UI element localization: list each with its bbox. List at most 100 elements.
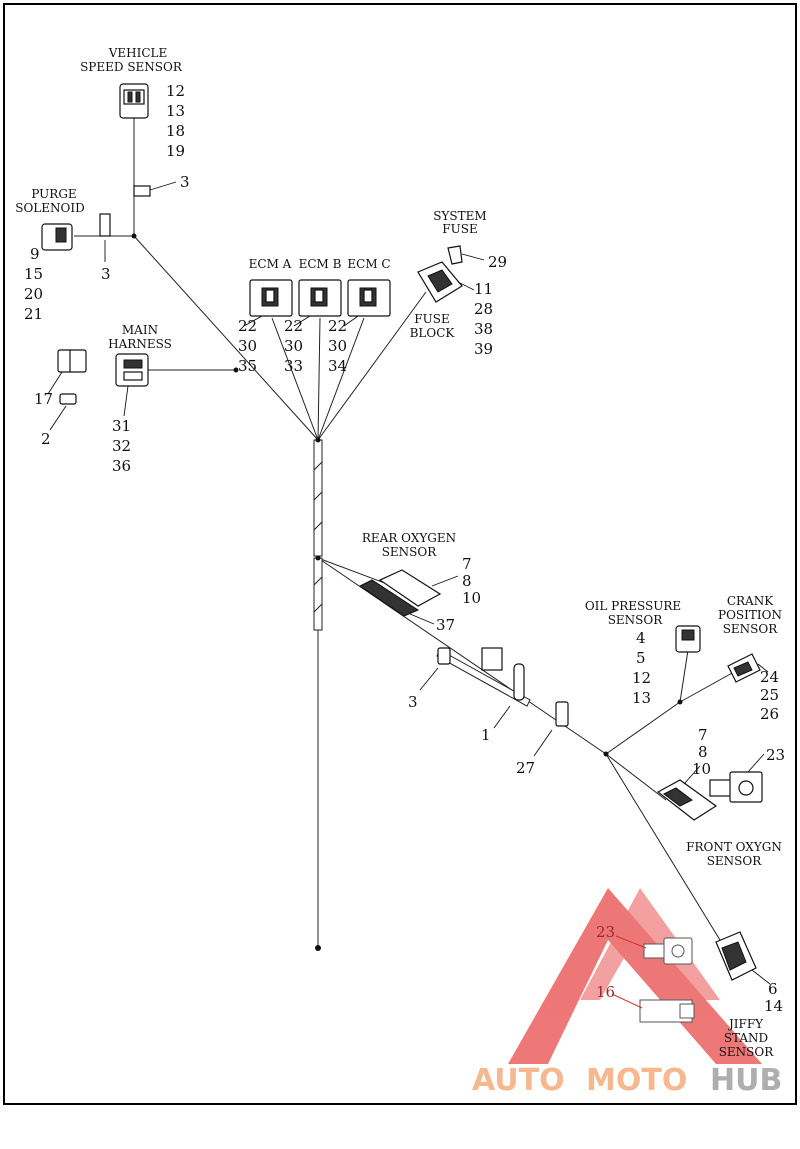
label-front-o2-1: FRONT OXYGN	[686, 840, 782, 854]
callout-crank-2: 26	[760, 705, 779, 723]
watermark-auto: AUTO	[472, 1063, 565, 1098]
callout-mid-clip: 3	[408, 693, 418, 711]
callout-fuse-block-3: 39	[474, 340, 493, 358]
callout-vss-3: 19	[166, 142, 185, 160]
callout-inset-bracket: 23	[596, 923, 615, 941]
label-system-fuse-2: FUSE	[442, 222, 477, 236]
label-oil-pressure-1: OIL PRESSURE	[585, 599, 681, 613]
inset-connector	[611, 993, 695, 1023]
frame-border	[3, 3, 797, 1105]
label-rear-o2-2: SENSOR	[382, 545, 438, 559]
watermark-triangle-outer	[508, 888, 762, 1064]
loose-connector	[47, 349, 87, 395]
callout-rear-o2-0: 7	[462, 555, 472, 573]
callout-purge-0: 9	[30, 245, 40, 263]
junction-dots	[131, 233, 683, 951]
callout-main-1: 32	[112, 437, 131, 455]
watermark-moto: MOTO	[586, 1063, 687, 1098]
callout-rear-o2-clip: 37	[436, 616, 455, 634]
callout-purge-clip: 3	[101, 265, 111, 283]
callout-rear-o2-2: 10	[462, 589, 481, 607]
callout-crank-1: 25	[760, 686, 779, 704]
callout-ecm-c-0: 22	[328, 317, 347, 335]
callout-rear-o2-1: 8	[462, 572, 472, 590]
callout-jiffy-1: 14	[764, 997, 783, 1015]
label-rear-o2-1: REAR OXYGEN	[362, 531, 456, 545]
vehicle-speed-sensor-connector	[119, 83, 149, 119]
callout-vss-clip: 3	[180, 173, 190, 191]
callout-oil-3: 13	[632, 689, 651, 707]
label-front-o2-2: SENSOR	[707, 854, 763, 868]
callout-harness-clip: 1	[481, 726, 491, 744]
label-fuse-block-1: FUSE	[414, 312, 449, 326]
crank-harness-clip	[533, 701, 569, 757]
front-oxygen-sensor-connector	[656, 765, 718, 821]
callout-loose-connector: 17	[34, 390, 53, 408]
ecm-c-connector	[343, 279, 391, 327]
label-jiffy-1: JIFFY	[727, 1017, 764, 1031]
callout-main-0: 31	[112, 417, 131, 435]
component-labels: VEHICLE SPEED SENSOR PURGE SOLENOID MAIN…	[15, 46, 782, 1059]
callout-purge-3: 21	[24, 305, 43, 323]
fuse-block	[417, 261, 475, 303]
label-crank-1: CRANK	[727, 594, 774, 608]
callout-fuse-block-1: 28	[474, 300, 493, 318]
label-vss-1: VEHICLE	[108, 46, 168, 60]
watermark-hub: HUB	[710, 1063, 782, 1098]
label-system-fuse-1: SYSTEM	[433, 209, 486, 223]
callout-loose-terminal: 2	[41, 430, 51, 448]
callout-ecm-a-1: 30	[238, 337, 257, 355]
harness-clip	[481, 647, 525, 729]
label-ecm-b: ECM B	[299, 257, 342, 271]
inset-bracket	[615, 935, 693, 965]
callout-purge-1: 15	[24, 265, 43, 283]
label-crank-2: POSITION	[718, 608, 782, 622]
callout-ecm-b-1: 30	[284, 337, 303, 355]
callout-jiffy-0: 6	[768, 980, 778, 998]
rear-oxygen-sensor-connector	[359, 569, 459, 625]
callout-front-o2-0: 7	[698, 726, 708, 744]
label-vss-2: SPEED SENSOR	[80, 60, 183, 74]
jiffy-stand-sensor-connector	[715, 931, 771, 985]
callout-main-2: 36	[112, 457, 131, 475]
callout-oil-1: 5	[636, 649, 646, 667]
callout-fuse-block-2: 38	[474, 320, 493, 338]
label-ecm-a: ECM A	[249, 257, 292, 271]
label-main-harness-1: MAIN	[122, 323, 158, 337]
callout-numbers: 12 13 18 19 3 9 15 20 21 3 17 2 31 32 36…	[24, 82, 785, 1015]
label-ecm-c: ECM C	[347, 257, 390, 271]
callout-crank-0: 24	[760, 668, 779, 686]
callout-ecm-c-1: 30	[328, 337, 347, 355]
label-oil-pressure-2: SENSOR	[608, 613, 664, 627]
callout-oil-2: 12	[632, 669, 651, 687]
callout-front-o2-bracket: 23	[766, 746, 785, 764]
callout-ecm-c-2: 34	[328, 357, 347, 375]
vss-clip	[133, 181, 177, 197]
callout-inset-connector: 16	[596, 983, 615, 1001]
label-jiffy-3: SENSOR	[719, 1045, 775, 1059]
label-main-harness-2: HARNESS	[108, 337, 172, 351]
callout-vss-2: 18	[166, 122, 185, 140]
label-fuse-block-2: BLOCK	[410, 326, 456, 340]
loose-terminal	[49, 393, 77, 431]
label-crank-3: SENSOR	[723, 622, 779, 636]
callout-ecm-b-2: 33	[284, 357, 303, 375]
callout-vss-1: 13	[166, 102, 185, 120]
label-purge-1: PURGE	[31, 187, 76, 201]
callout-ecm-b-0: 22	[284, 317, 303, 335]
label-purge-2: SOLENOID	[15, 201, 85, 215]
mid-harness-clip	[419, 647, 451, 691]
label-jiffy-2: STAND	[724, 1031, 768, 1045]
trunk-wrap-upper	[313, 439, 323, 557]
callout-front-o2-1: 8	[698, 743, 708, 761]
callout-ecm-a-2: 35	[238, 357, 257, 375]
callout-purge-2: 20	[24, 285, 43, 303]
system-fuse	[447, 245, 485, 265]
ecm-a-connector	[243, 279, 293, 327]
callout-oil-0: 4	[636, 629, 646, 647]
front-oxygen-bracket	[709, 753, 765, 803]
crank-position-sensor-connector	[727, 653, 769, 683]
trunk-wrap-lower	[313, 557, 323, 631]
watermark-text: AUTO MOTO HUB	[472, 1063, 782, 1098]
